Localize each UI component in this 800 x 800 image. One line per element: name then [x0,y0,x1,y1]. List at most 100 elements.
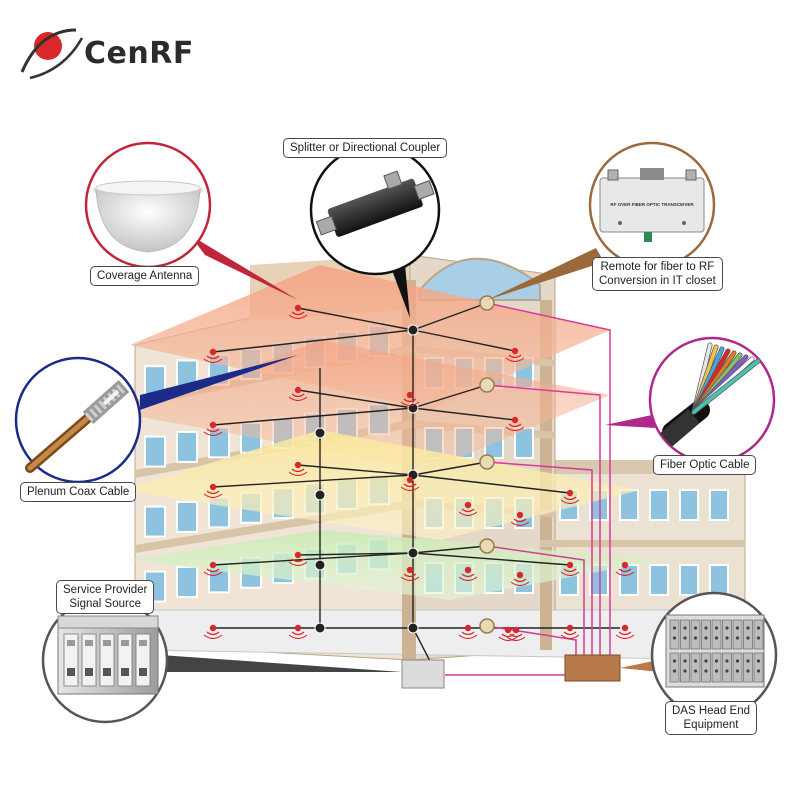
signal-source-rack-icon [57,615,159,695]
antenna-marker [510,511,530,527]
label-das-head-end: DAS Head End Equipment [665,701,757,735]
coupler-node [407,402,419,414]
window [144,505,166,538]
label-splitter: Splitter or Directional Coupler [283,138,448,158]
antenna-marker [615,561,635,577]
window [176,430,198,463]
brand-logo: CenRF [22,26,222,88]
antenna-marker [505,347,525,363]
brand-name: CenRF [84,36,194,71]
rf-fiber-transceiver-icon: RF OVER FIBER OPTIC TRANSCEIVER [599,168,705,242]
antenna-marker [288,304,308,320]
antenna-marker [203,348,223,364]
window [144,435,166,468]
pointer-fiber [605,415,655,428]
remote-node [479,538,495,554]
antenna-marker [288,624,308,640]
window [619,489,639,521]
coverage-antennas [203,304,635,642]
callout-splitter [309,144,441,276]
antenna-marker [203,624,223,640]
coverage-zones [120,265,660,600]
window [709,564,729,596]
label-fiber-optic: Fiber Optic Cable [653,455,757,475]
window [619,564,639,596]
antenna-marker [203,421,223,437]
label-service-provider: Service Provider Signal Source [56,580,155,614]
label-remote: Remote for fiber to RF Conversion in IT … [592,257,723,291]
transceiver-title: RF OVER FIBER OPTIC TRANSCEIVER [610,202,694,207]
antenna-marker [288,551,308,567]
antenna-marker [288,461,308,477]
antenna-marker [505,416,525,432]
antenna-marker [560,624,580,640]
pointer-coverage-antenna [190,235,298,300]
label-fiber-optic-text: Fiber Optic Cable [660,459,750,471]
antenna-marker [458,566,478,582]
coverage-zone-floor3 [130,340,610,470]
window [176,565,198,598]
label-service-provider-line2: Signal Source [69,598,141,610]
window [176,500,198,533]
coupler-nodes [314,324,419,634]
window [709,489,729,521]
antenna-marker [506,626,526,642]
pointer-das [620,660,660,672]
label-coverage-antenna-text: Coverage Antenna [97,270,193,282]
remote-node [479,618,495,634]
callout-coverage-antenna [84,141,212,269]
coax-cable-icon [25,380,130,473]
label-remote-line1: Remote for fiber to RF [600,261,715,273]
coupler-node [314,489,326,501]
label-plenum-coax: Plenum Coax Cable [20,482,137,502]
antenna-marker [400,566,420,582]
callout-plenum-coax [14,356,142,484]
label-plenum-coax-text: Plenum Coax Cable [27,486,130,498]
pointer-splitter [390,265,410,318]
signal-source-box [401,659,445,689]
antenna-marker [400,391,420,407]
antenna-marker [510,571,530,587]
remote-node [479,377,495,393]
antenna-marker [400,476,420,492]
antenna-marker [203,561,223,577]
antenna-marker [288,386,308,402]
label-remote-line2: Conversion in IT closet [599,275,716,287]
das-head-end-box [564,654,621,682]
pointer-service-provider [160,655,402,672]
coverage-zone-floor2 [120,430,640,540]
window [679,564,699,596]
antenna-marker [203,483,223,499]
fiber-optic-cable-icon [660,342,761,447]
pointer-plenum-coax [140,355,298,410]
coupler-node [314,427,326,439]
coupler-node [314,559,326,571]
remote-node [479,454,495,470]
coverage-antenna-icon [93,180,203,253]
callout-das-head-end [650,591,778,719]
coupler-node [407,547,419,559]
callout-service-provider [41,596,169,724]
window [679,489,699,521]
das-head-end-rack-icon [665,614,765,688]
antenna-marker [615,624,635,640]
label-coverage-antenna: Coverage Antenna [90,266,200,286]
coupler-node [407,622,419,634]
coupler-node [407,324,419,336]
pointer-remote [487,248,604,300]
antenna-marker [498,626,518,642]
antenna-marker [560,561,580,577]
directional-coupler-icon [315,170,435,237]
coupler-node [314,622,326,634]
remote-node [479,295,495,311]
window [649,564,669,596]
label-das-line1: DAS Head End [672,705,750,717]
antenna-marker [458,624,478,640]
fiber-cabling [445,302,611,676]
callout-remote: RF OVER FIBER OPTIC TRANSCEIVER [588,141,716,269]
window [649,489,669,521]
cenrf-logo-mark [20,28,84,80]
callout-fiber-optic [648,336,776,464]
